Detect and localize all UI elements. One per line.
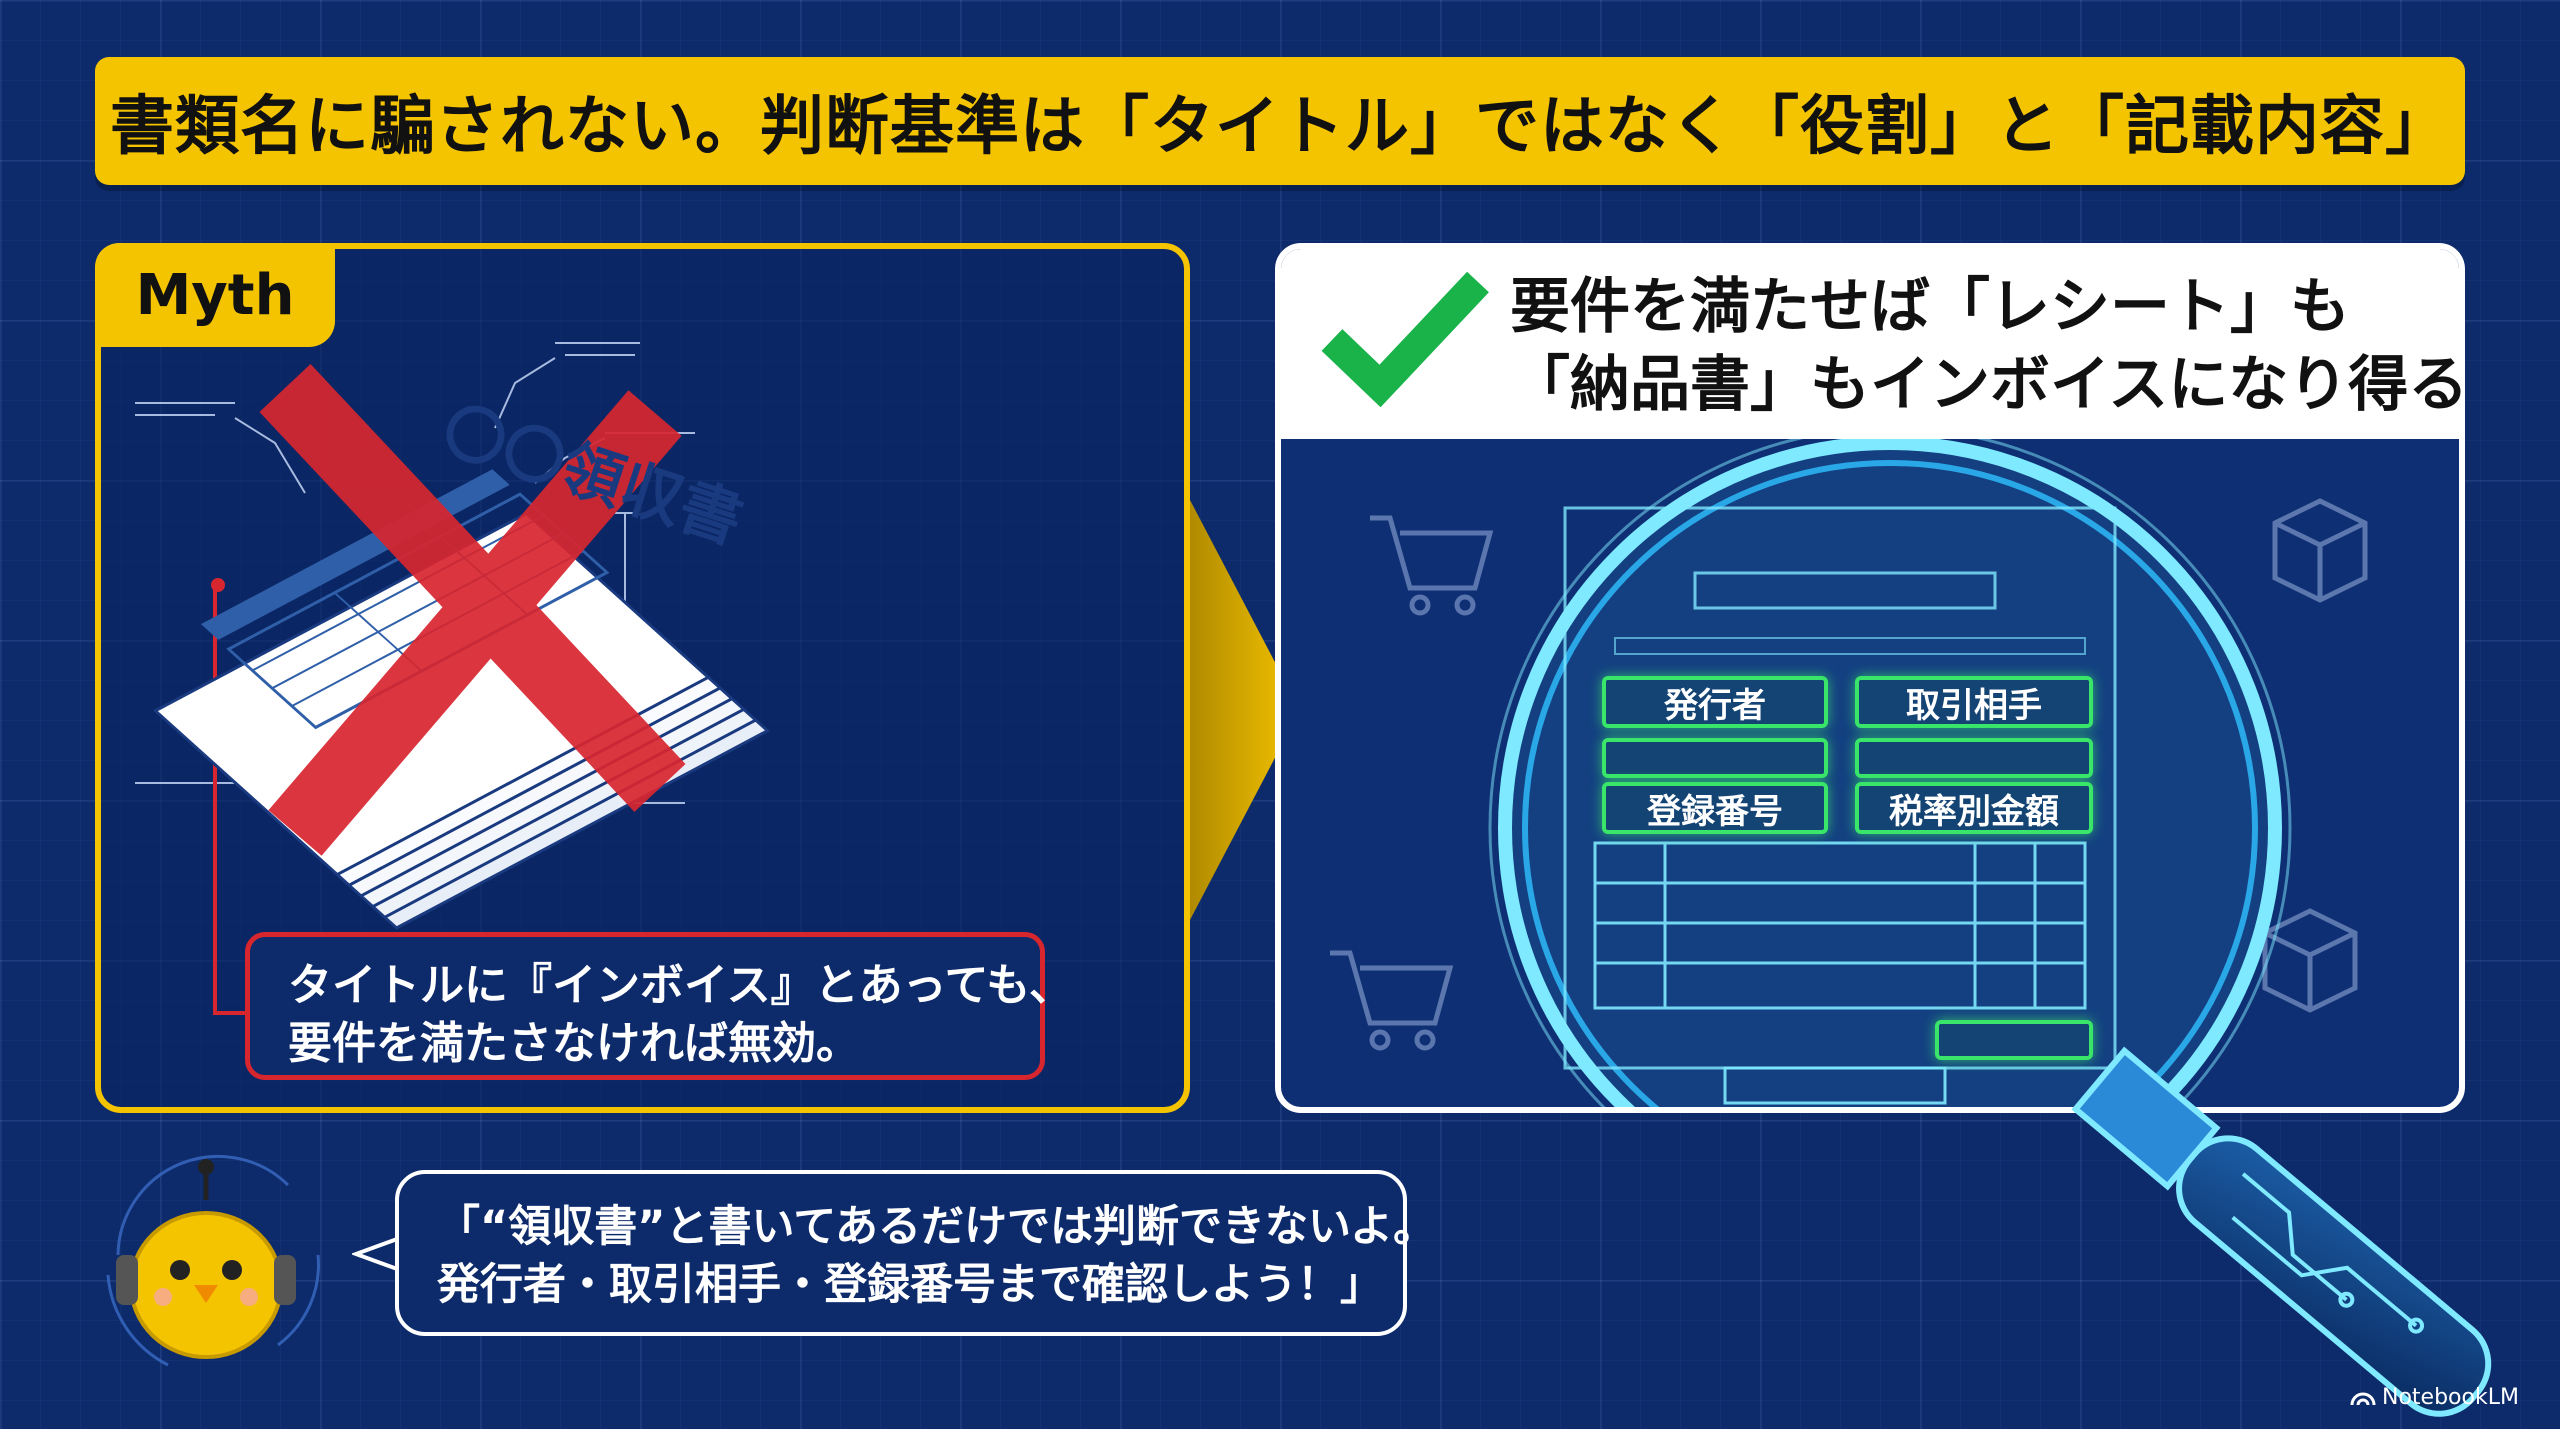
fact-header bbox=[1281, 249, 2459, 439]
myth-note: タイトルに『インボイス』とあっても、 要件を満たさなければ無効。 bbox=[245, 932, 1073, 1080]
fact-heading-line: 要件を満たせば「レシート」も bbox=[1510, 272, 2350, 342]
mascot-chick-icon bbox=[106, 1154, 320, 1367]
myth-note-line: 要件を満たさなければ無効。 bbox=[288, 1018, 860, 1069]
speech-line: 「“領収書”と書いてあるだけでは判断できないよ。 bbox=[437, 1202, 1437, 1252]
document-stack-illustration bbox=[135, 342, 770, 1015]
footer-logo: NotebookLM bbox=[2350, 1385, 2519, 1410]
field-registration-number: 登録番号 bbox=[1602, 782, 1828, 834]
field-amount-by-tax-rate: 税率別金額 bbox=[1855, 782, 2093, 834]
field-counterparty: 取引相手 bbox=[1855, 676, 2093, 728]
checkmark-icon bbox=[1321, 271, 1489, 408]
notebooklm-icon bbox=[2350, 1392, 2376, 1405]
brand-label: NotebookLM bbox=[2382, 1385, 2519, 1410]
magnifier-handle-icon bbox=[2071, 1046, 2492, 1417]
myth-panel: 〇〇領収書 bbox=[95, 243, 1190, 1113]
title-banner: 書類名に騙されない。判断基準は「タイトル」ではなく「役割」と「記載内容」 bbox=[95, 57, 2465, 185]
myth-tag-label: Myth bbox=[135, 262, 295, 328]
speech-bubble: 「“領収書”と書いてあるだけでは判断できないよ。 発行者・取引相手・登録番号まで… bbox=[395, 1170, 1437, 1336]
fact-heading: 要件を満たせば「レシート」も 「納品書」もインボイスになり得る bbox=[1510, 268, 2468, 424]
myth-note-line: タイトルに『インボイス』とあっても、 bbox=[288, 960, 1073, 1011]
field-counterparty-value bbox=[1855, 738, 2093, 778]
myth-tag: Myth bbox=[95, 243, 335, 347]
field-total bbox=[1935, 1020, 2093, 1060]
field-issuer-value bbox=[1602, 738, 1828, 778]
field-issuer: 発行者 bbox=[1602, 676, 1828, 728]
speech-line: 発行者・取引相手・登録番号まで確認しよう！」 bbox=[437, 1260, 1383, 1310]
yellow-arrow-icon bbox=[1190, 500, 1300, 920]
fact-heading-line: 「納品書」もインボイスになり得る bbox=[1510, 350, 2469, 420]
page-title: 書類名に騙されない。判断基準は「タイトル」ではなく「役割」と「記載内容」 bbox=[110, 90, 2450, 164]
